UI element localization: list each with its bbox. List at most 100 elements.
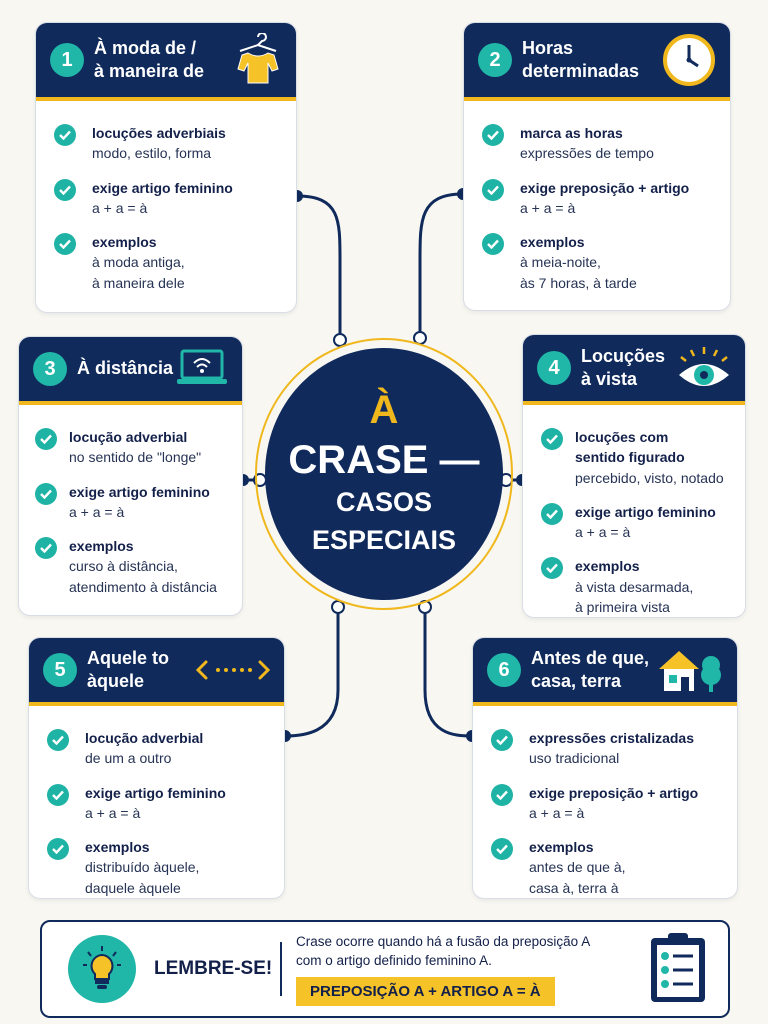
check-icon [491,729,513,751]
card-title-line-1: À distância [77,358,174,379]
card-number: 6 [487,653,521,687]
check-icon [54,233,76,256]
item-title: exemplos [69,538,134,555]
clock-icon [662,33,716,87]
check-icon [35,428,57,450]
card-number: 5 [43,653,77,687]
card-title-line-1: Locuções [581,345,666,366]
item-detail: expressões de tempo [520,145,654,162]
item-detail: distribuído àquele, [85,859,200,876]
card-title-line-2: à maneira de [94,61,205,81]
card-title-line-1: Antes de que, [531,647,650,668]
card-header: 4 Locuções à vista [523,335,745,405]
item-title: exige artigo feminino [85,784,226,801]
center-subtitle-2: ESPECIAIS [311,525,457,555]
item-title: exemplos [92,234,157,251]
reminder-label: LEMBRE-SE! [154,958,273,979]
item-title: exige artigo feminino [575,503,716,520]
check-icon [54,124,76,146]
card-title: À distância [77,357,176,380]
check-icon [47,783,69,806]
center-ring [255,338,513,610]
check-icon [47,838,69,861]
item-detail: curso à distância, [69,558,178,575]
item-title: exige preposição + artigo [520,179,690,196]
item-detail: às 7 horas, à tarde [520,274,637,291]
house-tree-icon [657,645,723,695]
card-header: 2 Horas determinadas [464,23,730,101]
reminder-line-2: com o artigo definido feminino A. [296,953,492,969]
check-icon [541,502,563,525]
list-item: locuções com sentido figurado percebido, v… [541,427,727,488]
card-title: À moda de / à maneira de [94,37,234,84]
item-detail: à moda antiga, [92,254,185,271]
card-title-line-2: casa, terra [531,671,622,691]
item-detail: à primeira vista [575,599,670,616]
laptop-wifi-icon [176,349,228,389]
item-detail: à maneira dele [92,274,185,291]
card-number: 1 [50,43,84,77]
item-title: expressões cristalizadas [529,730,694,746]
item-detail: modo, estilo, forma [92,145,212,162]
item-title: locução adverbial [69,429,188,445]
card-header: 5 Aquele to àquele [29,638,284,706]
card-header: 1 À moda de / à maneira de [36,23,296,101]
card-number: 4 [537,351,571,385]
item-title: exige artigo feminino [92,179,233,196]
list-item: exige artigo feminino a + a = à [47,783,266,824]
item-detail: à vista desarmada, [575,578,694,595]
card-title-line-1: Horas [522,37,574,58]
reminder-line-1: Crase ocorre quando há a fusão da prepos… [296,933,591,949]
item-title: locução adverbial [85,730,204,746]
item-detail: a + a = à [85,804,141,821]
card-title: Locuções à vista [581,345,677,392]
card-body: locuções com sentido figurado percebido, v… [523,405,745,617]
item-detail: a + a = à [92,199,148,216]
center-title-circle: À CRASE — CASOS ESPECIAIS [265,348,503,600]
list-item: exemplos à moda antiga, à maneira dele [54,232,278,293]
item-detail: a + a = à [69,503,125,520]
item-title: locuções com [575,429,669,445]
lightbulb-icon [68,935,136,1003]
item-title: exemplos [529,839,594,856]
list-item: exemplos à meia-noite, às 7 horas, à tarde [482,232,712,293]
item-detail: à meia-noite, [520,254,601,271]
check-icon [47,729,69,751]
list-item: exige artigo feminino a + a = à [54,178,278,219]
reminder-text: Crase ocorre quando há a fusão da prepos… [296,932,648,1007]
card-4: 4 Locuções à vista locuções com sentido f… [522,334,746,618]
card-title-line-2: à vista [581,369,638,389]
check-icon [54,178,76,201]
card-title: Antes de que, casa, terra [531,647,657,694]
card-number: 3 [33,352,67,386]
check-icon [482,124,504,146]
center-subtitle-1: CASOS [335,487,433,518]
card-title-line-2: àquele [87,671,145,691]
check-icon [482,233,504,256]
item-title: exemplos [520,234,585,251]
shirt-icon [234,33,282,87]
check-icon [541,428,563,450]
arrows-icon [196,658,270,682]
item-detail: a + a = à [520,199,576,216]
card-title: Horas determinadas [522,37,662,84]
card-title-line-2: determinadas [522,61,640,81]
item-detail: percebido, visto, notado [575,469,724,486]
card-1: 1 À moda de / à maneira de locuções adve… [35,22,297,313]
card-6: 6 Antes de que, casa, terra expressões c… [472,637,738,899]
item-title-line-2: sentido figurado [575,449,685,466]
